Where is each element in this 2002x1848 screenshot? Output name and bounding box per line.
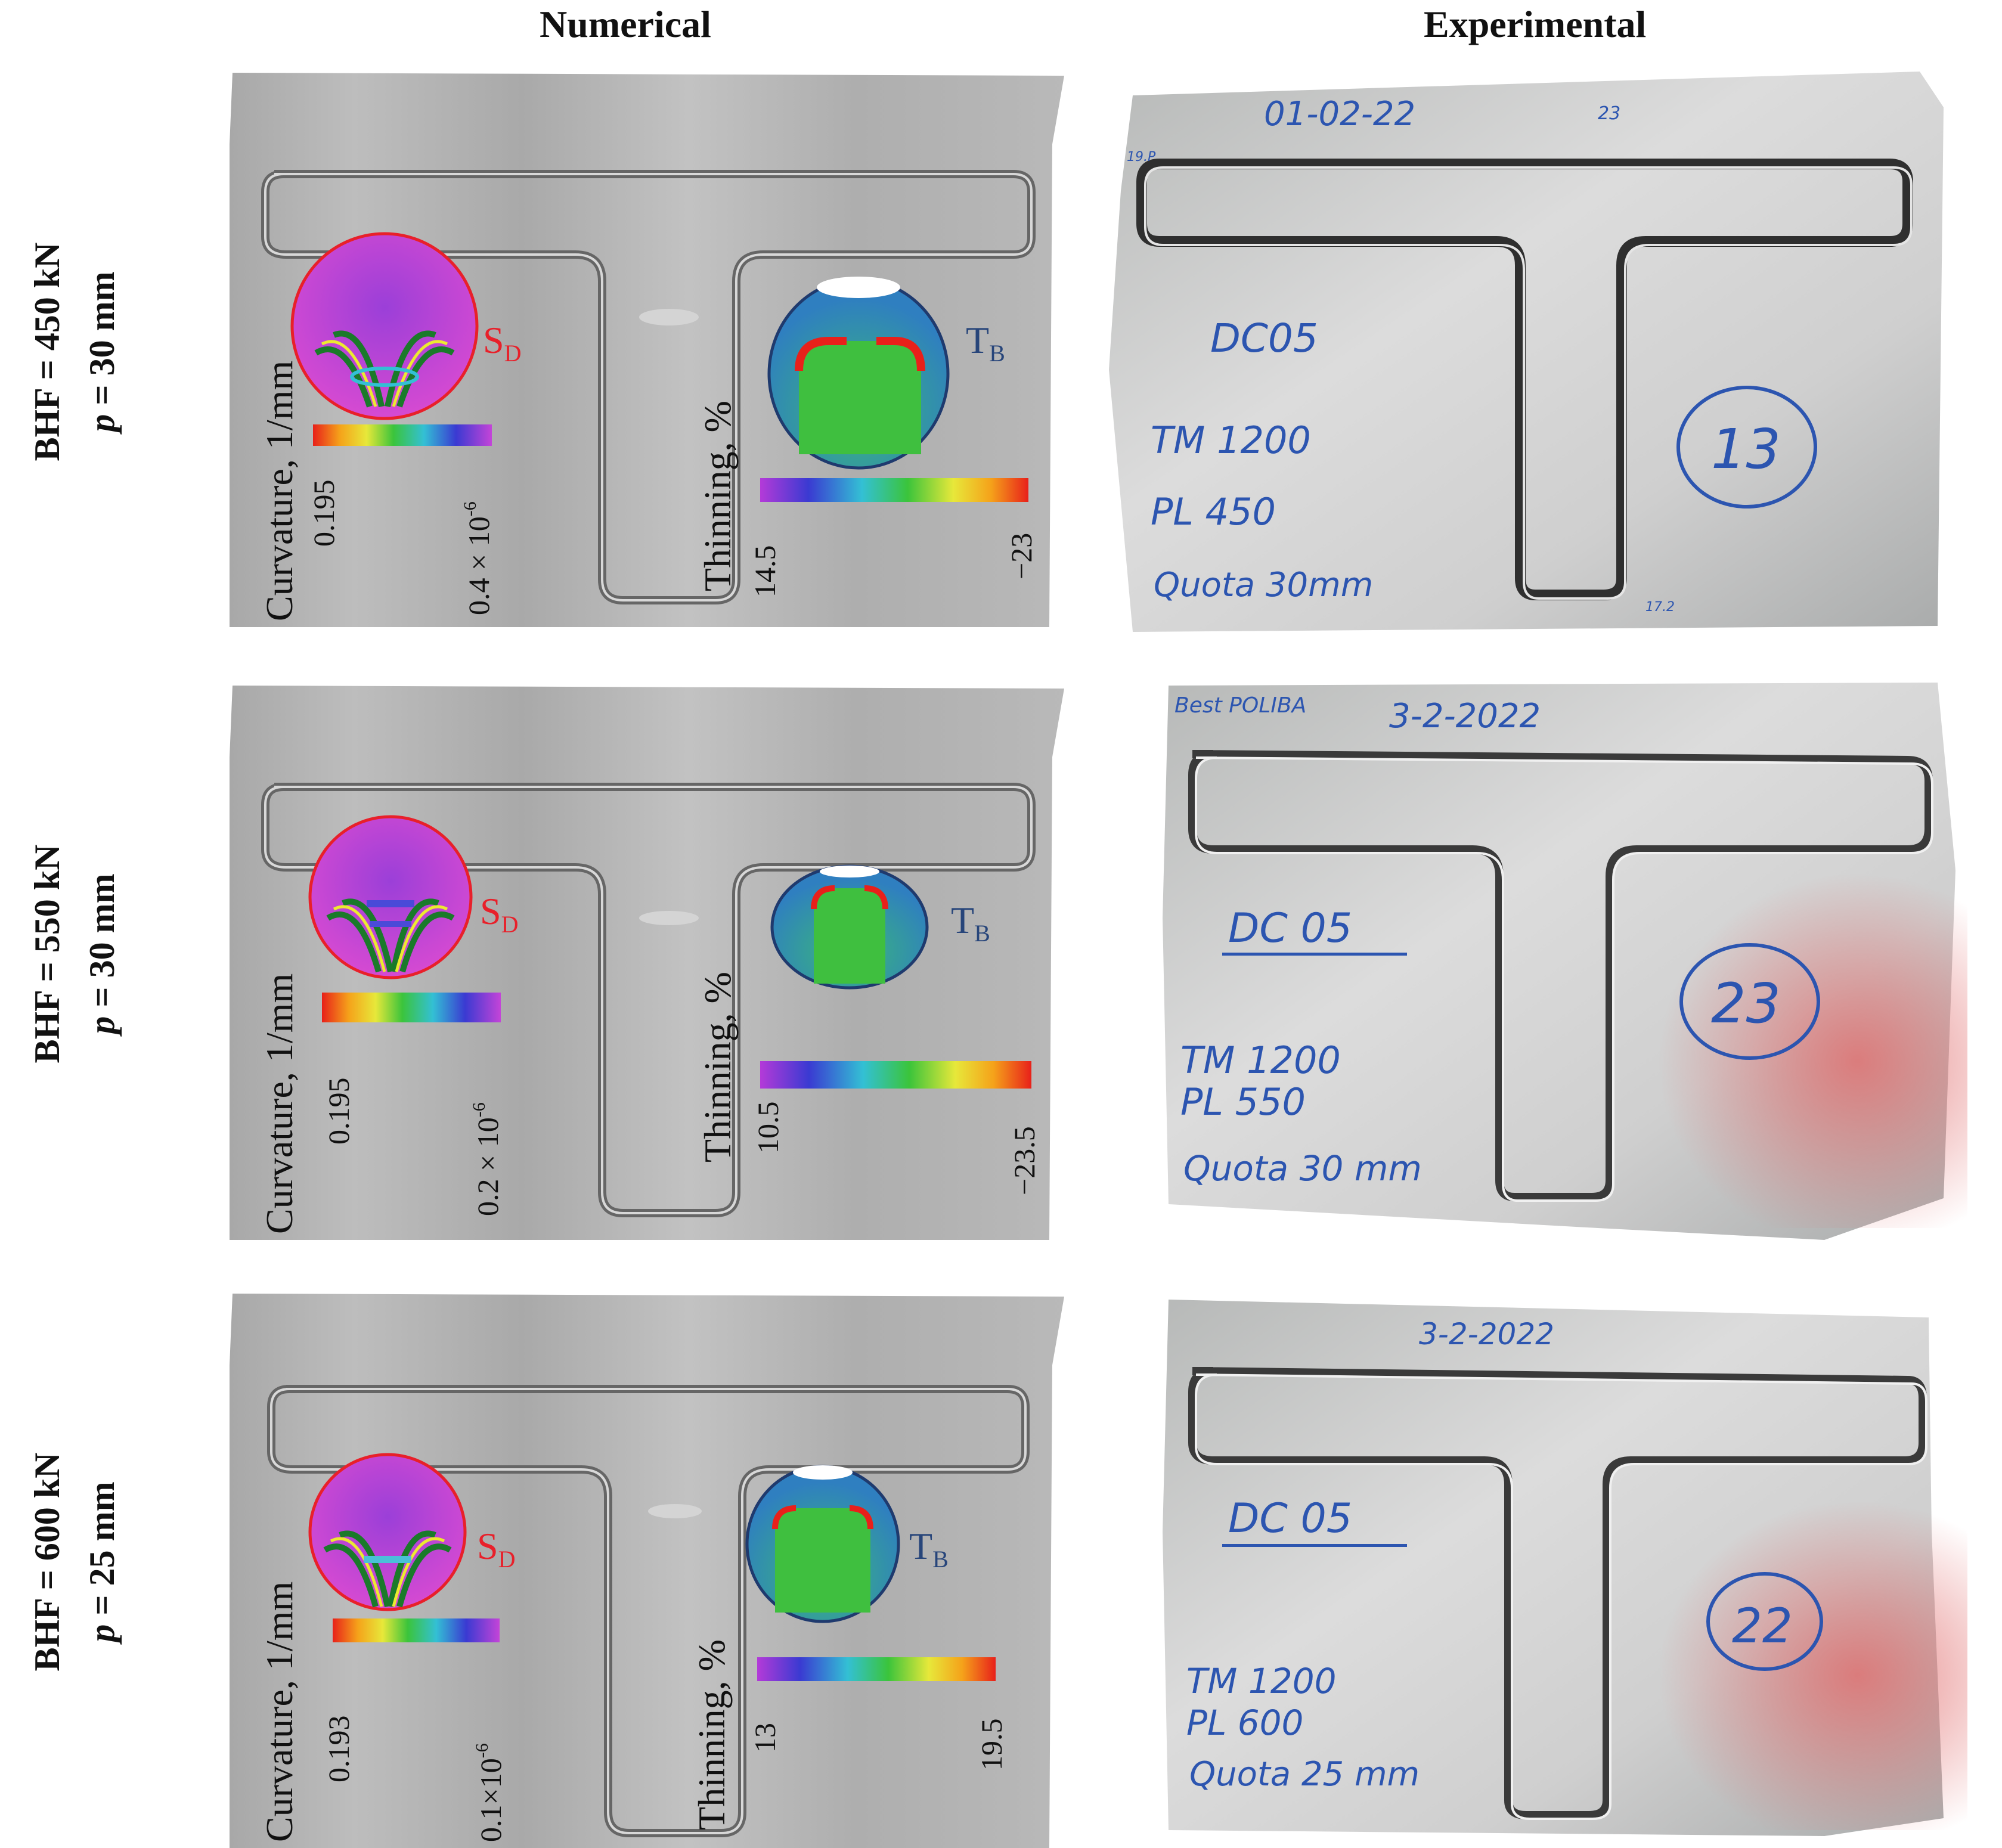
p-variable: p	[82, 414, 122, 432]
thinning-right-value: −23	[1005, 533, 1038, 579]
handwritten-tm: TM 1200	[1151, 418, 1311, 462]
p-value: = 30 mm	[82, 271, 122, 414]
sample-number: 23	[1711, 972, 1781, 1035]
curvature-colorbar	[313, 424, 492, 446]
tb-label: TB	[966, 319, 1005, 367]
sample-number: 22	[1732, 1598, 1793, 1654]
handwritten-pl: PL 550	[1180, 1080, 1306, 1124]
thinning-colorbar	[760, 1061, 1031, 1089]
sample-number: 13	[1711, 417, 1781, 481]
curvature-colorbar	[322, 993, 501, 1022]
handwritten-date: 3-2-2022	[1419, 1317, 1554, 1351]
handwritten-header: Best POLIBA	[1174, 693, 1306, 718]
handwritten-material: DC 05	[1228, 905, 1352, 952]
formed-sheet-photo	[1109, 72, 1944, 632]
sd-inset	[308, 1453, 467, 1611]
sd-label: SD	[483, 319, 521, 367]
sd-label: SD	[477, 1525, 515, 1573]
tb-label: TB	[951, 899, 990, 947]
thinning-left-value: 10.5	[751, 1102, 785, 1154]
handwritten-pl: PL 450	[1151, 490, 1276, 534]
p-value: = 30 mm	[82, 873, 122, 1016]
bhf-value: BHF = 600 kN	[27, 1452, 67, 1672]
material-underline	[1222, 1544, 1407, 1547]
p-variable: p	[82, 1016, 122, 1034]
numerical-panel-2: SD Curvature, 1/mm 0.195 0.2 × 10-6 TB T…	[227, 686, 1073, 1240]
t-channel	[1136, 159, 1913, 600]
experimental-panel-3: 3-2-2022 DC 05 TM 1200 PL 600 Quota 25 m…	[1109, 1294, 1967, 1842]
experimental-panel-1: 01-02-22 23 19.P DC05 TM 1200 PL 450 Quo…	[1109, 72, 1967, 638]
thinning-colorbar	[757, 1657, 996, 1681]
t-channel	[1188, 1367, 1927, 1819]
sd-label: SD	[480, 890, 518, 938]
numerical-panel-3: SD Curvature, 1/mm 0.193 0.1×10-6 TB Thi…	[227, 1294, 1073, 1848]
handwritten-tm: TM 1200	[1180, 1038, 1341, 1082]
thinning-left-value: 14.5	[748, 545, 782, 598]
thinning-right-value: −23.5	[1008, 1126, 1041, 1195]
numerical-panel-1: SD Curvature, 1/mm 0.195 0.4 × 10-6 TB T…	[227, 73, 1073, 627]
handwritten-material: DC05	[1210, 315, 1318, 361]
handwritten-edge-bottom: 17.2	[1645, 600, 1675, 615]
handwritten-tm: TM 1200	[1186, 1661, 1337, 1701]
tb-label: TB	[909, 1525, 949, 1573]
tb-inset	[767, 277, 950, 470]
handwritten-corner-number: 23	[1598, 103, 1620, 124]
thinning-right-value: 19.5	[975, 1719, 1008, 1771]
tb-inset	[770, 864, 929, 990]
tb-inset	[745, 1465, 900, 1623]
material-underline	[1222, 953, 1407, 956]
sample-number-circle	[1706, 1572, 1823, 1671]
thinning-left-value: 13	[748, 1723, 782, 1753]
bhf-value: BHF = 550 kN	[27, 844, 67, 1063]
curvature-axis-label: Curvature, 1/mm	[258, 361, 300, 621]
handwritten-edge-note: 19.P	[1127, 150, 1156, 165]
thinning-axis-label: Thinning, %	[696, 401, 739, 591]
curvature-colorbar	[333, 1618, 500, 1642]
curvature-max-value: 0.1×10-6	[472, 1743, 507, 1842]
curvature-max-value: 0.2 × 10-6	[469, 1102, 504, 1216]
handwritten-quota: Quota 30mm	[1154, 566, 1373, 604]
bhf-value: BHF = 450 kN	[27, 242, 67, 461]
thinning-colorbar	[760, 478, 1028, 502]
simulated-blank	[230, 1294, 1064, 1848]
row-label-1: BHF = 450 kN p = 30 mm	[18, 83, 131, 620]
curvature-axis-label: Curvature, 1/mm	[258, 1582, 300, 1842]
experimental-panel-2: Best POLIBA 3-2-2022 DC 05 TM 1200 PL 55…	[1109, 680, 1967, 1246]
sample-number-circle	[1679, 943, 1820, 1060]
thinning-axis-label: Thinning, %	[696, 972, 739, 1162]
curvature-min-value: 0.195	[322, 1078, 355, 1145]
curvature-max-value: 0.4 × 10-6	[460, 501, 495, 615]
row-label-2: BHF = 550 kN p = 30 mm	[18, 686, 131, 1222]
handwritten-quota: Quota 25 mm	[1189, 1755, 1420, 1794]
curvature-axis-label: Curvature, 1/mm	[258, 973, 300, 1234]
t-channel	[1188, 750, 1933, 1201]
numerical-column-title: Numerical	[540, 3, 711, 45]
simulated-blank	[230, 686, 1064, 1240]
handwritten-material: DC 05	[1228, 1495, 1352, 1542]
sd-inset	[308, 815, 473, 979]
curvature-min-value: 0.193	[322, 1716, 355, 1783]
sample-number-circle	[1676, 386, 1817, 508]
curvature-min-value: 0.195	[307, 480, 340, 547]
handwritten-pl: PL 600	[1186, 1703, 1303, 1743]
row-label-3: BHF = 600 kN p = 25 mm	[18, 1294, 131, 1830]
sd-inset	[290, 232, 479, 420]
handwritten-quota: Quota 30 mm	[1183, 1148, 1422, 1189]
p-variable: p	[82, 1624, 122, 1642]
p-value: = 25 mm	[82, 1481, 122, 1624]
handwritten-date: 3-2-2022	[1389, 697, 1541, 736]
thinning-axis-label: Thinning, %	[690, 1639, 733, 1830]
handwritten-date: 01-02-22	[1264, 95, 1415, 134]
experimental-column-title: Experimental	[1424, 3, 1647, 45]
